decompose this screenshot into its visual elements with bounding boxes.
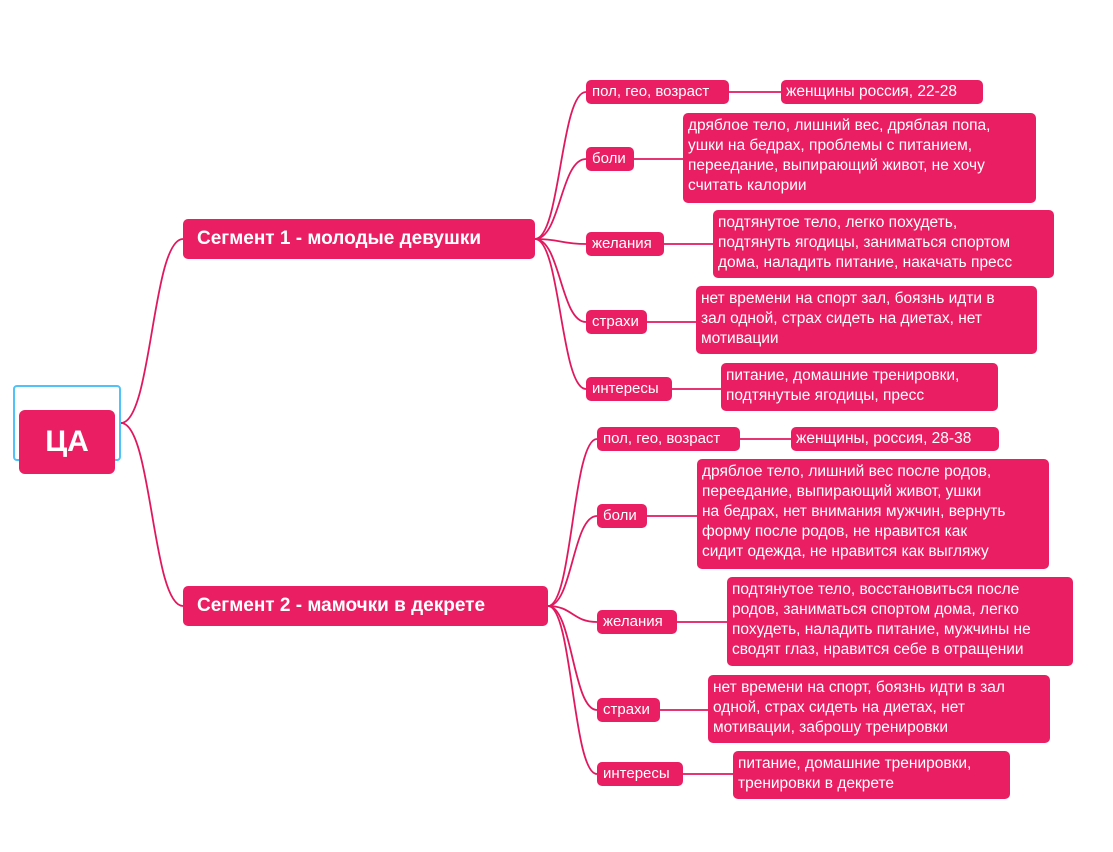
segment-1-to-category-5-link [534, 238, 587, 390]
segment-2-demographics-detail[interactable]: женщины, россия, 28-38 [791, 427, 999, 451]
segment-1-interests-node[interactable]: интересы [586, 377, 672, 401]
segment-2-interests-node[interactable]: интересы [597, 762, 683, 786]
segment-2-fears-detail[interactable]: нет времени на спорт, боязнь идти в зал … [708, 675, 1050, 743]
segment-1-pains-detail[interactable]: дряблое тело, лишний вес, дряблая попа, … [683, 113, 1036, 203]
segment-2-to-category-5-link [547, 605, 598, 775]
segment-1-interests-detail[interactable]: питание, домашние тренировки, подтянутые… [721, 363, 998, 411]
segment-2-node[interactable]: Сегмент 2 - мамочки в декрете [183, 586, 548, 626]
segment-2-fears-node[interactable]: страхи [597, 698, 660, 722]
segment-1-desires-node[interactable]: желания [586, 232, 664, 256]
root-node[interactable]: ЦА [13, 385, 121, 475]
segment-2-to-category-2-link [547, 515, 598, 607]
segment-1-to-category-2-link [534, 158, 587, 240]
segment-2-to-category-4-link [547, 605, 598, 711]
segment-2-desires-node[interactable]: желания [597, 610, 677, 634]
segment-1-to-category-4-link [534, 238, 587, 323]
root-label: ЦА [19, 410, 115, 475]
root-to-segment-1-link [120, 238, 184, 424]
segment-1-demographics-detail[interactable]: женщины россия, 22-28 [781, 80, 983, 104]
segment-1-fears-node[interactable]: страхи [586, 310, 647, 334]
segment-1-to-category-1-link [534, 91, 587, 240]
segment-2-demographics-node[interactable]: пол, гео, возраст [597, 427, 740, 451]
segment-1-demographics-node[interactable]: пол, гео, возраст [586, 80, 729, 104]
segment-1-desires-detail[interactable]: подтянутое тело, легко похудеть, подтяну… [713, 210, 1054, 278]
segment-2-to-category-1-link [547, 438, 598, 607]
segment-1-to-category-3-link [534, 238, 587, 245]
segment-2-pains-node[interactable]: боли [597, 504, 647, 528]
segment-2-desires-detail[interactable]: подтянутое тело, восстановиться после ро… [727, 577, 1073, 666]
segment-2-pains-detail[interactable]: дряблое тело, лишний вес после родов, пе… [697, 459, 1049, 569]
segment-1-node[interactable]: Сегмент 1 - молодые девушки [183, 219, 535, 259]
segment-2-to-category-3-link [547, 605, 598, 623]
root-to-segment-2-link [120, 422, 184, 607]
segment-1-pains-node[interactable]: боли [586, 147, 634, 171]
segment-2-interests-detail[interactable]: питание, домашние тренировки, тренировки… [733, 751, 1010, 799]
segment-1-fears-detail[interactable]: нет времени на спорт зал, боязнь идти в … [696, 286, 1037, 354]
